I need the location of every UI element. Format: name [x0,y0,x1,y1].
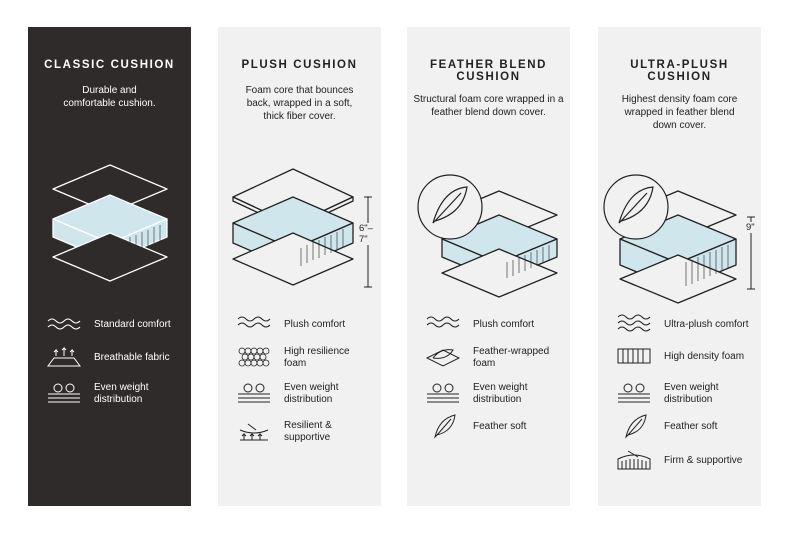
feature-label: High density foam [664,351,745,362]
panel-title: PLUSH CUSHION [218,59,381,71]
feature-item: Even weight distribution [425,380,564,408]
title-line-2: CUSHION [647,71,712,83]
feature-label: Feather soft [664,421,718,432]
feature-label: Plush comfort [473,319,535,330]
panel-title: CLASSIC CUSHION [28,59,191,71]
feature-item: Firm & supportive [616,447,755,475]
even-weight-icon [238,383,270,403]
title-line-1: CLASSIC CUSHION [44,59,175,71]
feather-wrapped-foam-icon [425,349,461,367]
panel-description: Highest density foam core wrapped in fea… [621,94,738,131]
feature-label: Plush comfort [284,319,346,330]
title-line-1: FEATHER BLEND [429,59,548,71]
feather-blend-cushion-panel: FEATHER BLEND CUSHION Structural foam co… [407,27,570,506]
feature-label: Ultra-plush comfort [664,319,749,330]
breathable-fabric-icon [47,346,81,367]
classic-cushion-panel: CLASSIC CUSHION Durable and comfortable … [28,27,191,506]
height-dimension: 6"–7" [359,223,381,245]
plush-cushion-panel: PLUSH CUSHION Foam core that bounces bac… [218,27,381,506]
feature-label: Firm & supportive [664,455,743,466]
waves-icon [617,314,651,332]
title-line-1: PLUSH CUSHION [241,59,358,71]
title-line-1: ULTRA-PLUSH [630,59,729,71]
panel-description: Durable and comfortable cushion. [63,85,156,109]
height-dimension: 9" [746,222,755,233]
feature-item: Resilient & supportive [236,418,375,446]
feature-label: Breathable fabric [94,352,170,363]
feature-item: Even weight distribution [236,380,375,408]
feature-label: Even weight distribution [473,382,528,405]
feature-label: Resilient & supportive [284,420,332,443]
title-line-2: CUSHION [456,71,521,83]
feature-item: Breathable fabric [46,344,185,372]
feature-label: Even weight distribution [664,382,719,405]
feature-item: Feather soft [425,413,564,441]
ultra-plush-layers-illustration [603,174,755,304]
feather-badge [417,174,483,240]
feature-label: Feather-wrapped foam [473,346,550,369]
feature-item: High density foam [616,343,755,371]
feature-label: Even weight distribution [94,382,149,405]
feature-item: Plush comfort [236,311,375,339]
feature-item: Standard comfort [46,311,185,339]
firm-support-icon [617,450,651,470]
feature-label: Even weight distribution [284,382,339,405]
waves-icon [47,318,81,330]
ultra-plush-cushion-panel: ULTRA-PLUSH CUSHION Highest density foam… [598,27,761,506]
even-weight-icon [427,383,459,403]
panel-description: Foam core that bounces back, wrapped in … [245,85,354,122]
feature-item: Feather-wrapped foam [425,344,564,372]
feature-item: Ultra-plush comfort [616,311,755,339]
foam-cells-icon [238,347,270,367]
even-weight-icon [48,383,80,403]
panel-title: FEATHER BLEND CUSHION [407,59,570,83]
feature-label: Feather soft [473,421,527,432]
feature-item: Feather soft [616,413,755,441]
feature-item: Even weight distribution [46,380,185,408]
even-weight-icon [618,383,650,403]
feather-blend-layers-illustration [417,174,558,298]
feature-item: High resilience foam [236,344,375,372]
feature-label: Standard comfort [94,319,171,330]
feature-item: Even weight distribution [616,380,755,408]
high-density-foam-icon [617,348,651,364]
resilient-support-icon [239,423,269,441]
plush-cushion-layers-illustration [232,168,372,288]
waves-icon [426,316,460,328]
feather-badge [603,174,669,240]
waves-icon [237,316,271,328]
panel-description: Structural foam core wrapped in a feathe… [413,94,564,118]
classic-cushion-layers-illustration [52,164,168,282]
feather-icon [625,414,647,439]
feature-label: High resilience foam [284,346,350,369]
feature-item: Plush comfort [425,311,564,339]
feather-icon [434,414,456,439]
panel-title: ULTRA-PLUSH CUSHION [598,59,761,83]
